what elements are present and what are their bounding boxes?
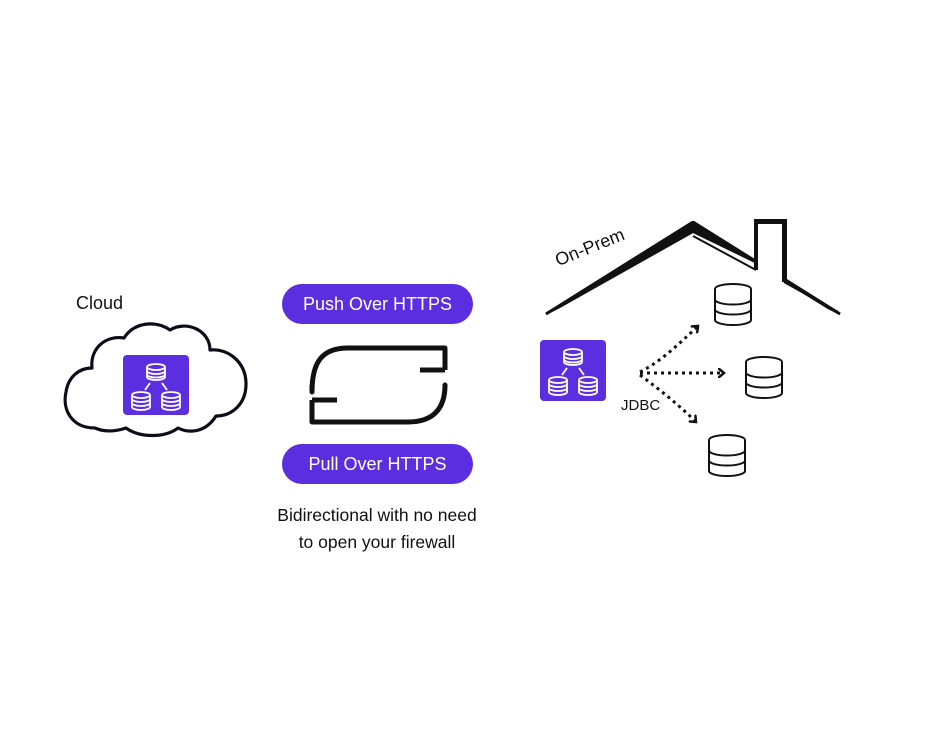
database-icon	[745, 356, 783, 399]
refresh-cycle-icon	[309, 345, 448, 425]
jdbc-label: JDBC	[621, 397, 661, 414]
sync-caption: Bidirectional with no need to open your …	[256, 502, 498, 556]
jdbc-arrow-up	[639, 326, 698, 374]
database-icon	[708, 434, 746, 477]
push-over-https-label: Push Over HTTPS	[282, 284, 473, 324]
caption-line-1: Bidirectional with no need	[277, 505, 477, 525]
house-roof	[545, 219, 841, 315]
onprem-server-icon	[540, 340, 606, 401]
caption-line-2: to open your firewall	[298, 532, 456, 552]
jdbc-arrow-down	[639, 373, 696, 422]
cloud-label: Cloud	[76, 293, 124, 313]
cloud-server-icon	[123, 355, 189, 415]
database-icon	[714, 283, 752, 326]
pull-over-https-label: Pull Over HTTPS	[282, 444, 473, 484]
